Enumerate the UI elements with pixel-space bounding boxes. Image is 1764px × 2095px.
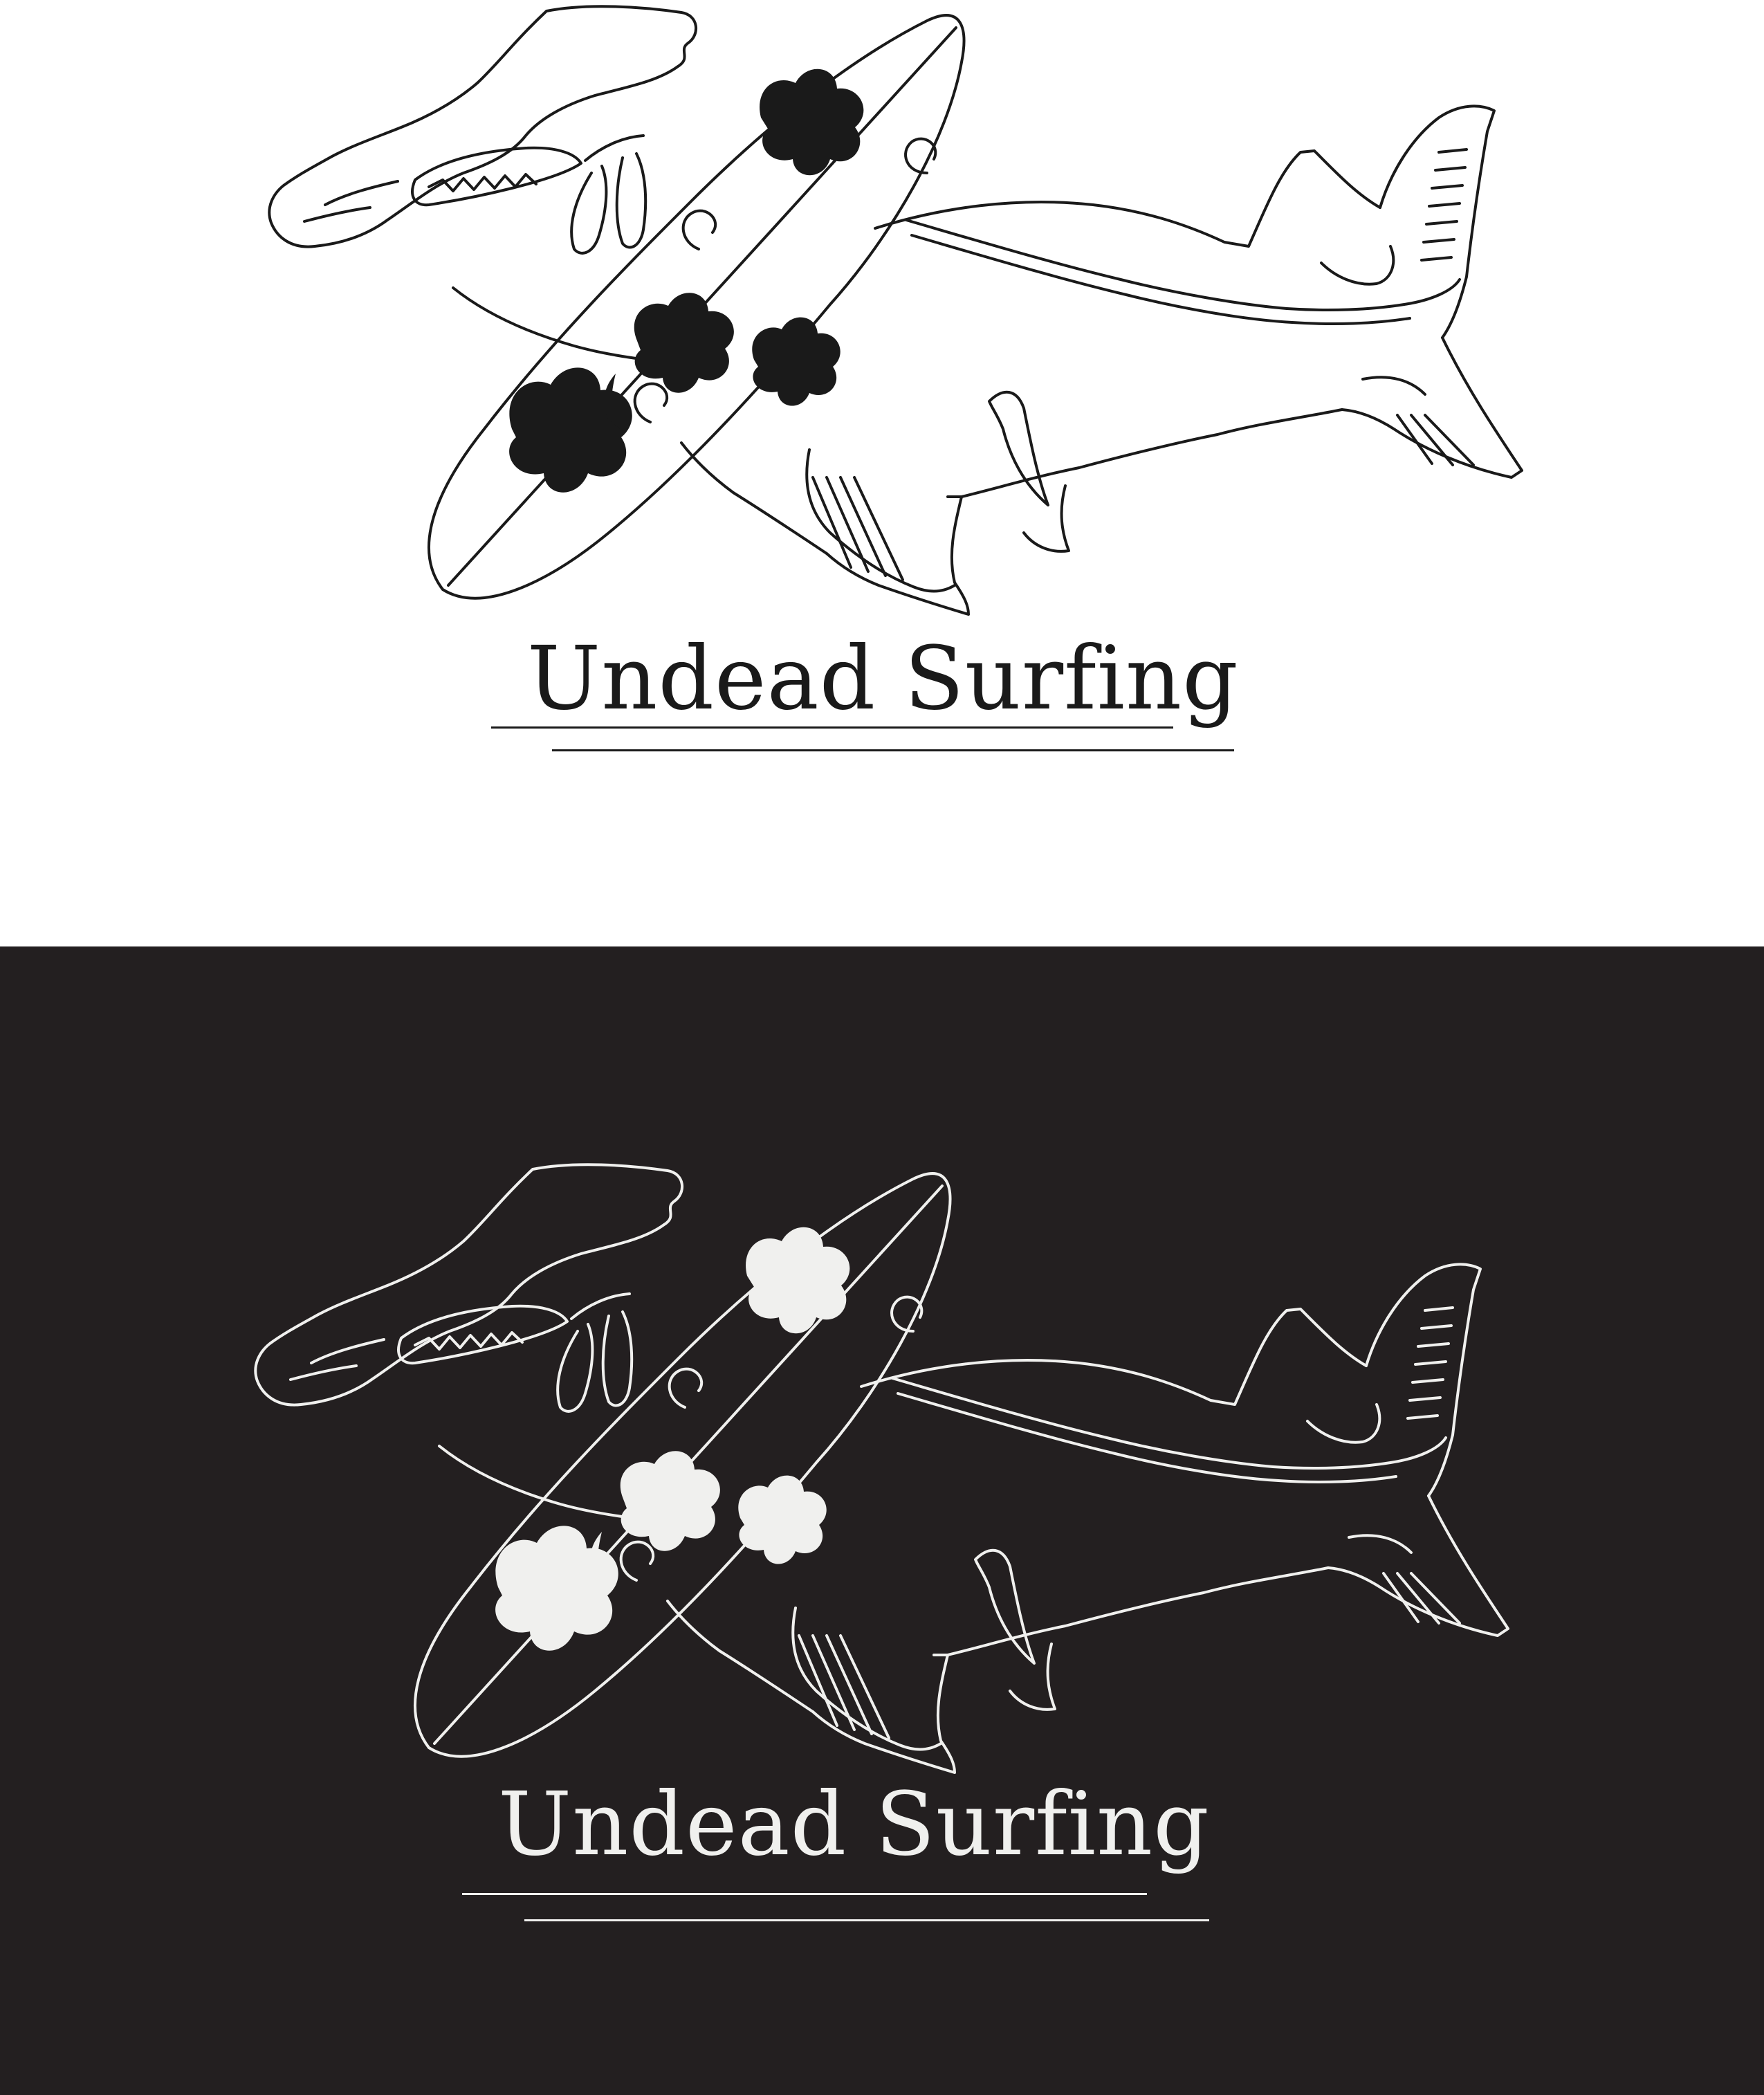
hibiscus-flower-pattern: [495, 1227, 850, 1651]
brand-wordmark: Undead Surfing: [498, 1773, 1210, 1875]
underline-rule-upper: [491, 726, 1173, 729]
hammerhead-shark-outline: [254, 1163, 1509, 1774]
hammerhead-shark-outline: [268, 5, 1523, 616]
hammerhead-shark-surfboard-illustration: [268, 5, 1523, 616]
underline-rule-lower: [552, 749, 1234, 751]
logo-panel-light: Undead Surfing: [0, 0, 1764, 946]
underline-rule-lower: [524, 1919, 1209, 1921]
hibiscus-flower-pattern: [509, 68, 864, 493]
brand-wordmark: Undead Surfing: [527, 628, 1239, 729]
underline-rule-upper: [462, 1893, 1147, 1895]
hammerhead-shark-surfboard-illustration: [254, 1163, 1509, 1774]
logo-panel-dark: Undead Surfing: [0, 946, 1764, 2095]
